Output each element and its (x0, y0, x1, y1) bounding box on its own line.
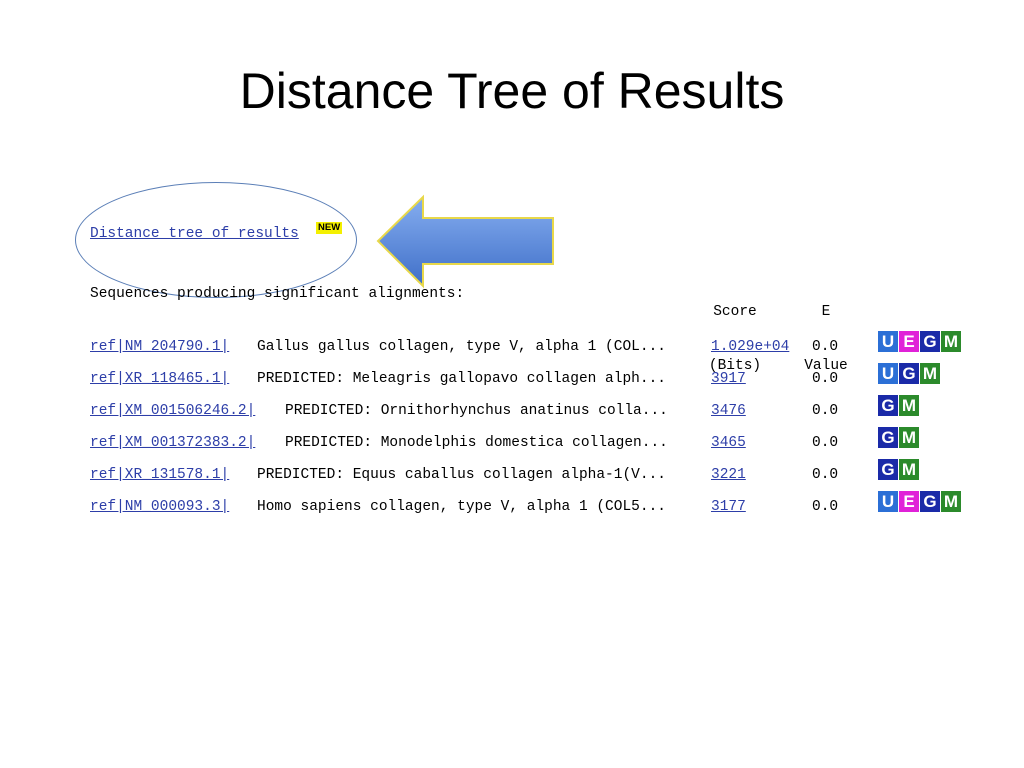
score-header-line2: (Bits) (708, 358, 762, 374)
linkout-g-icon[interactable]: G (920, 331, 940, 352)
evalue-text: 0.0 (812, 371, 839, 387)
evalue-text: 0.0 (812, 435, 839, 451)
evalue-text: 0.0 (812, 467, 839, 483)
score-link[interactable]: 3476 (711, 403, 746, 419)
linkout-u-icon[interactable]: U (878, 491, 898, 512)
linkout-m-icon[interactable]: M (899, 427, 919, 448)
score-link[interactable]: 3221 (711, 467, 746, 483)
linkout-g-icon[interactable]: G (878, 395, 898, 416)
table-row: ref|XR_131578.1| PREDICTED: Equus caballu… (0, 459, 1024, 487)
evalue-text: 0.0 (812, 403, 839, 419)
accession-link[interactable]: ref|NM_000093.3| (90, 499, 230, 515)
evalue-header-line2: Value (804, 358, 848, 374)
table-row: ref|XM_001372383.2| PREDICTED: Monodelphi… (0, 427, 1024, 455)
score-link[interactable]: 3465 (711, 435, 746, 451)
highlight-oval (75, 182, 357, 298)
linkout-u-icon[interactable]: U (878, 363, 898, 384)
description-text: PREDICTED: Meleagris gallopavo collagen … (257, 371, 666, 387)
evalue-header-line1: E (821, 304, 831, 320)
linkout-m-icon[interactable]: M (941, 331, 961, 352)
evalue-text: 0.0 (812, 499, 839, 515)
score-link[interactable]: 1.029e+04 (711, 339, 790, 355)
score-header: Score (Bits) (700, 267, 770, 393)
table-row: ref|NM_204790.1| Gallus gallus collagen, … (0, 331, 1024, 359)
description-text: PREDICTED: Ornithorhynchus anatinus coll… (285, 403, 668, 419)
table-row: ref|XR_118465.1| PREDICTED: Meleagris gal… (0, 363, 1024, 391)
linkout-g-icon[interactable]: G (920, 491, 940, 512)
linkout-g-icon[interactable]: G (878, 427, 898, 448)
linkout-u-icon[interactable]: U (878, 331, 898, 352)
description-text: PREDICTED: Monodelphis domestica collage… (285, 435, 668, 451)
new-badge: NEW (316, 222, 343, 234)
accession-link[interactable]: ref|XR_131578.1| (90, 467, 230, 483)
evalue-header: E Value (798, 267, 854, 393)
accession-link[interactable]: ref|XM_001372383.2| (90, 435, 256, 451)
linkout-m-icon[interactable]: M (920, 363, 940, 384)
distance-tree-link[interactable]: Distance tree of results (90, 226, 299, 242)
table-row: ref|NM_000093.3| Homo sapiens collagen, t… (0, 491, 1024, 519)
left-arrow-icon (376, 194, 554, 289)
linkout-m-icon[interactable]: M (941, 491, 961, 512)
linkout-e-icon[interactable]: E (899, 331, 919, 352)
description-text: Homo sapiens collagen, type V, alpha 1 (… (257, 499, 666, 515)
linkout-g-icon[interactable]: G (878, 459, 898, 480)
linkout-m-icon[interactable]: M (899, 395, 919, 416)
score-link[interactable]: 3177 (711, 499, 746, 515)
evalue-text: 0.0 (812, 339, 839, 355)
slide-title: Distance Tree of Results (239, 63, 785, 119)
score-header-line1: Score (713, 304, 757, 320)
alignments-subheading: Sequences producing significant alignmen… (90, 286, 465, 302)
accession-link[interactable]: ref|XM_001506246.2| (90, 403, 256, 419)
table-row: ref|XM_001506246.2| PREDICTED: Ornithorhy… (0, 395, 1024, 423)
description-text: Gallus gallus collagen, type V, alpha 1 … (257, 339, 666, 355)
linkout-e-icon[interactable]: E (899, 491, 919, 512)
accession-link[interactable]: ref|XR_118465.1| (90, 371, 230, 387)
linkout-g-icon[interactable]: G (899, 363, 919, 384)
description-text: PREDICTED: Equus caballus collagen alpha… (257, 467, 666, 483)
linkout-m-icon[interactable]: M (899, 459, 919, 480)
accession-link[interactable]: ref|NM_204790.1| (90, 339, 230, 355)
score-link[interactable]: 3917 (711, 371, 746, 387)
